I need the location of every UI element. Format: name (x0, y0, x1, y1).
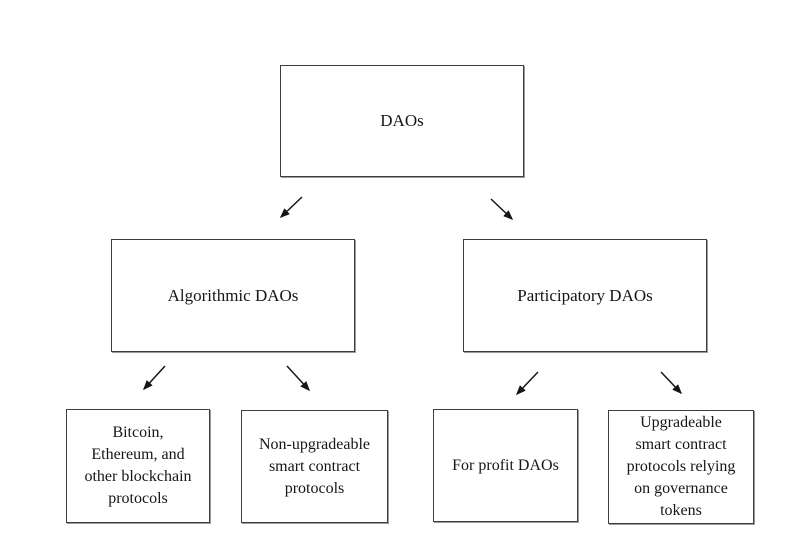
arrow-participatory-to-upgradeable (660, 371, 683, 395)
arrow-participatory-to-forprofit (515, 371, 539, 396)
arrow-daos-to-participatory (490, 198, 514, 221)
node-blockchain-protocols-label: Bitcoin, Ethereum, and other blockchain … (84, 424, 192, 507)
node-upgradeable-protocols: Upgradeable smart contract protocols rel… (608, 410, 754, 524)
node-participatory-daos-label: Participatory DAOs (517, 285, 653, 305)
node-for-profit-daos: For profit DAOs (433, 409, 578, 522)
arrow-algorithmic-to-blockchain (142, 365, 166, 391)
node-participatory-daos: Participatory DAOs (463, 239, 707, 352)
node-algorithmic-daos-label: Algorithmic DAOs (167, 285, 299, 305)
node-non-upgradeable-protocols-label: Non-upgradeable smart contract protocols (258, 435, 371, 497)
arrow-algorithmic-to-nonupgradeable (286, 365, 311, 392)
node-upgradeable-protocols-label: Upgradeable smart contract protocols rel… (626, 414, 736, 519)
node-daos: DAOs (280, 65, 524, 177)
arrow-daos-to-algorithmic (279, 196, 303, 219)
node-for-profit-daos-label: For profit DAOs (452, 456, 559, 474)
node-non-upgradeable-protocols: Non-upgradeable smart contract protocols (241, 410, 388, 523)
node-algorithmic-daos: Algorithmic DAOs (111, 239, 355, 352)
node-blockchain-protocols: Bitcoin, Ethereum, and other blockchain … (66, 409, 210, 523)
node-daos-label: DAOs (380, 111, 424, 130)
